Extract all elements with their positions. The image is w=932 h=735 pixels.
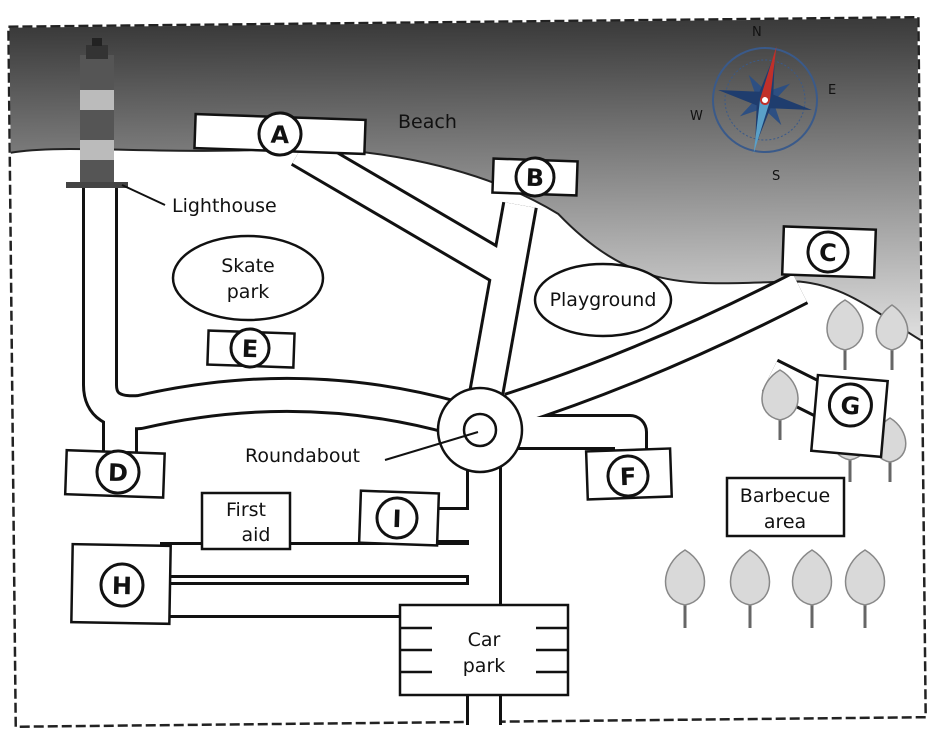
barbecue-area	[725, 476, 846, 538]
marker-f: F	[584, 447, 674, 501]
playground-label: Playground	[550, 289, 657, 311]
tree-icon	[844, 549, 886, 628]
skate-park-label-1: Skate	[221, 255, 275, 277]
compass-e: E	[828, 83, 836, 98]
svg-text:D: D	[108, 459, 129, 488]
tree-icon	[761, 369, 799, 440]
first-aid	[200, 491, 292, 551]
tree-icon	[875, 304, 909, 370]
skate-park	[171, 234, 325, 322]
svg-text:G: G	[839, 391, 861, 421]
lighthouse-icon	[66, 38, 166, 206]
marker-g: G	[809, 373, 890, 459]
svg-text:A: A	[270, 121, 290, 150]
first-aid-label-1: First	[226, 499, 266, 521]
car-park: Car park	[398, 603, 570, 697]
tree-icon	[664, 549, 706, 628]
marker-e: E	[206, 327, 296, 369]
beach-area	[9, 18, 921, 341]
svg-text:C: C	[819, 239, 838, 268]
roundabout-label: Roundabout	[245, 445, 360, 467]
marker-h: H	[70, 542, 172, 626]
svg-text:I: I	[392, 505, 402, 533]
tree-icon	[729, 549, 771, 628]
svg-text:B: B	[525, 164, 544, 193]
marker-d: D	[63, 448, 166, 499]
roads	[82, 134, 839, 727]
marker-c: C	[780, 225, 878, 279]
marker-a: A	[193, 111, 367, 157]
first-aid-label-2: aid	[242, 524, 271, 546]
compass-icon	[712, 46, 818, 154]
barbecue-label-2: area	[764, 511, 806, 533]
marker-i: I	[357, 489, 441, 547]
svg-text:F: F	[619, 463, 636, 492]
compass-s: S	[772, 169, 780, 184]
compass-n: N	[752, 25, 762, 40]
lighthouse-label: Lighthouse	[172, 195, 277, 217]
compass-w: W	[690, 109, 703, 124]
tree-icon	[791, 549, 833, 628]
marker-b: B	[491, 156, 579, 198]
car-park-label-2: park	[463, 655, 506, 677]
car-park-label-1: Car	[468, 629, 501, 651]
svg-text:E: E	[241, 335, 258, 364]
skate-park-label-2: park	[227, 281, 270, 303]
playground	[533, 262, 673, 338]
roundabout: Roundabout	[245, 386, 524, 474]
beach-label: Beach	[398, 111, 457, 133]
barbecue-label-1: Barbecue	[740, 485, 830, 507]
svg-text:H: H	[112, 572, 133, 600]
tree-icon	[826, 299, 864, 370]
